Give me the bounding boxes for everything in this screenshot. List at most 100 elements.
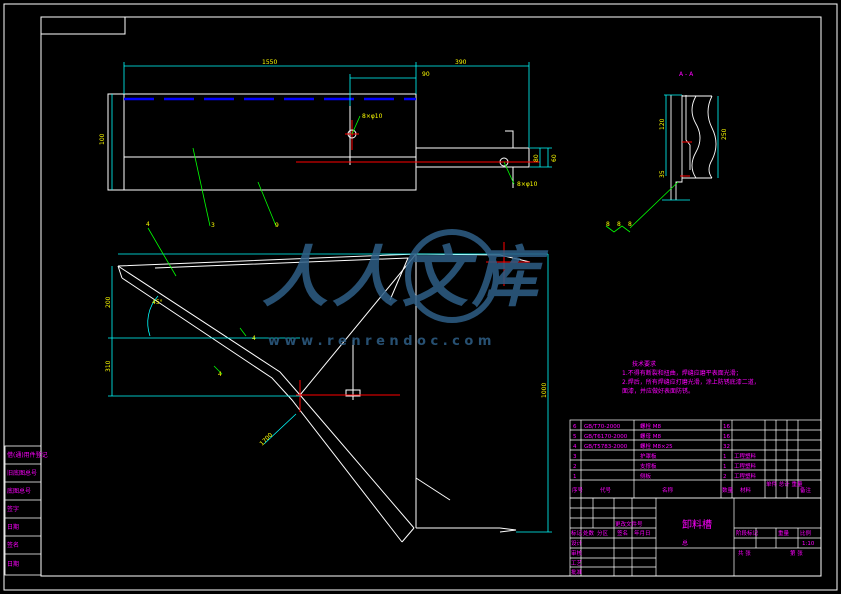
header-code: 代号 — [600, 486, 612, 494]
section-view: A - A 120 250 35 — [605, 71, 728, 233]
header-no: 序号 — [572, 486, 584, 494]
front-dim-diag: 1700 — [258, 432, 274, 448]
side-label: 底图总号 — [7, 487, 31, 495]
part-qty: 32 — [723, 444, 730, 450]
tech-notes-title: 技术要求 — [632, 360, 656, 368]
balloon: 3 — [211, 222, 215, 229]
tech-notes-line: 1.不得有断裂和扭曲，焊缝应磨平表面光滑； — [622, 369, 742, 377]
part-qty: 2 — [723, 474, 727, 480]
tb-row: 工艺 — [571, 560, 583, 567]
watermark-title: 人人文库 — [262, 239, 549, 316]
section-title: A - A — [679, 71, 694, 78]
section-dim-c: 35 — [659, 170, 666, 178]
header-remark: 备注 — [800, 486, 812, 494]
part-name: 螺栓 M8×25 — [640, 442, 673, 450]
part-material: 工程塑料 — [734, 452, 757, 460]
front-dim-angle: 45° — [152, 299, 163, 306]
header-name: 名称 — [662, 486, 674, 494]
balloon: 8 — [617, 221, 621, 228]
part-qty: 16 — [723, 434, 730, 440]
title-block — [569, 497, 822, 577]
dim-offset: 90 — [422, 71, 430, 78]
parts-list-text: 6 GB/T70-2000 螺栓 M8 16 5 GB/T6170-2000 螺… — [572, 422, 812, 494]
balloon: 4 — [146, 221, 150, 228]
tb-right: 第 张 — [790, 549, 803, 557]
tb-row: 批准 — [571, 568, 583, 576]
front-dim-left-lower: 310 — [105, 360, 112, 372]
drawing-frame — [3, 3, 838, 591]
hole-callout: 8×φ10 — [362, 113, 383, 120]
tech-notes: 技术要求 1.不得有断裂和扭曲，焊缝应磨平表面光滑； 2.焊后，所有焊缝应打磨光… — [622, 360, 760, 395]
part-code: GB/T6170-2000 — [584, 434, 628, 440]
part-no: 6 — [573, 424, 577, 430]
dim-small-a: 80 — [533, 154, 540, 162]
part-name: 支撑板 — [640, 462, 657, 470]
tech-notes-line: 面漆，并应做好表面防锈。 — [622, 387, 694, 395]
dim-extension: 390 — [455, 59, 467, 66]
parts-list — [569, 419, 822, 499]
tb-label: 年月日 — [634, 529, 651, 537]
hole-callout: 8×φ10 — [517, 181, 538, 188]
watermark: 人人文库 w w w . r e n r e n d o c . c o m — [262, 229, 549, 349]
watermark-ring — [405, 229, 499, 323]
side-label: 日期 — [7, 560, 19, 568]
tb-right: 重量 — [778, 529, 790, 537]
section-dim-a: 120 — [659, 118, 666, 130]
part-qty: 1 — [723, 454, 727, 460]
side-column — [4, 445, 42, 576]
tech-notes-line: 2.焊后，所有焊缝应打磨光滑，涂上防锈底漆二道， — [622, 378, 760, 386]
side-label: 日期 — [7, 523, 19, 531]
drawing-name: 卸料槽 — [682, 518, 712, 531]
balloon: 4 — [218, 371, 222, 378]
side-column-labels: 借(通)用件登记 旧底图总号 底图总号 签字 日期 签名 日期 — [7, 451, 48, 568]
front-view: 45° 1000 200 310 1700 4 4 4 — [105, 221, 552, 543]
tb-label: 处数 — [583, 529, 595, 537]
top-view: 1550 390 90 100 80 60 8×φ10 8×φ10 3 9 — [99, 59, 558, 229]
section-dim-b: 250 — [721, 128, 728, 140]
balloon: 9 — [275, 222, 279, 229]
dim-height: 100 — [99, 133, 106, 145]
balloon: 8 — [628, 221, 632, 228]
title-block-text: 卸料槽 总 标记 处数 分区 更改文件号 签名 年月日 设计 审核 工艺 批准 … — [571, 518, 815, 576]
header-qty: 数量 — [722, 486, 734, 494]
side-label: 借(通)用件登记 — [7, 451, 48, 459]
tb-scale: 1:10 — [802, 541, 815, 547]
part-material: 工程塑料 — [734, 462, 757, 470]
part-no: 2 — [573, 464, 577, 470]
part-code: GB/T5783-2000 — [584, 444, 628, 450]
part-name: 螺栓 M8 — [640, 422, 661, 430]
tb-label: 签名 — [617, 529, 628, 537]
tb-label: 更改文件号 — [615, 520, 643, 528]
part-name: 侧板 — [640, 472, 652, 480]
part-material: 工程塑料 — [734, 472, 757, 480]
part-no: 4 — [573, 444, 577, 450]
part-qty: 16 — [723, 424, 730, 430]
balloon: 4 — [252, 335, 256, 342]
part-code: GB/T70-2000 — [584, 424, 621, 430]
part-no: 3 — [573, 454, 577, 460]
front-dim-left-upper: 200 — [105, 296, 112, 308]
drawing-sub: 总 — [682, 539, 688, 547]
header-material: 材料 — [740, 486, 752, 494]
tb-row: 设计 — [571, 539, 583, 547]
tb-right: 比例 — [800, 529, 812, 537]
front-dim-height: 1000 — [541, 383, 548, 398]
part-no: 5 — [573, 434, 577, 440]
dim-small-b: 60 — [551, 154, 558, 162]
balloon: 8 — [606, 221, 610, 228]
dim-overall-length: 1550 — [262, 59, 277, 66]
tb-label: 标记 — [571, 529, 583, 537]
part-qty: 1 — [723, 464, 727, 470]
watermark-url: w w w . r e n r e n d o c . c o m — [268, 334, 491, 349]
tb-row: 审核 — [571, 549, 583, 557]
tb-right: 共 张 — [738, 549, 751, 557]
part-name: 螺母 M8 — [640, 432, 661, 440]
part-name: 护罩板 — [640, 452, 657, 460]
side-label: 签字 — [7, 505, 19, 513]
tb-right: 阶段标记 — [736, 529, 759, 537]
part-no: 1 — [573, 474, 577, 480]
tb-label: 分区 — [597, 529, 609, 537]
side-label: 旧底图总号 — [7, 469, 37, 477]
side-label: 签名 — [7, 541, 19, 549]
